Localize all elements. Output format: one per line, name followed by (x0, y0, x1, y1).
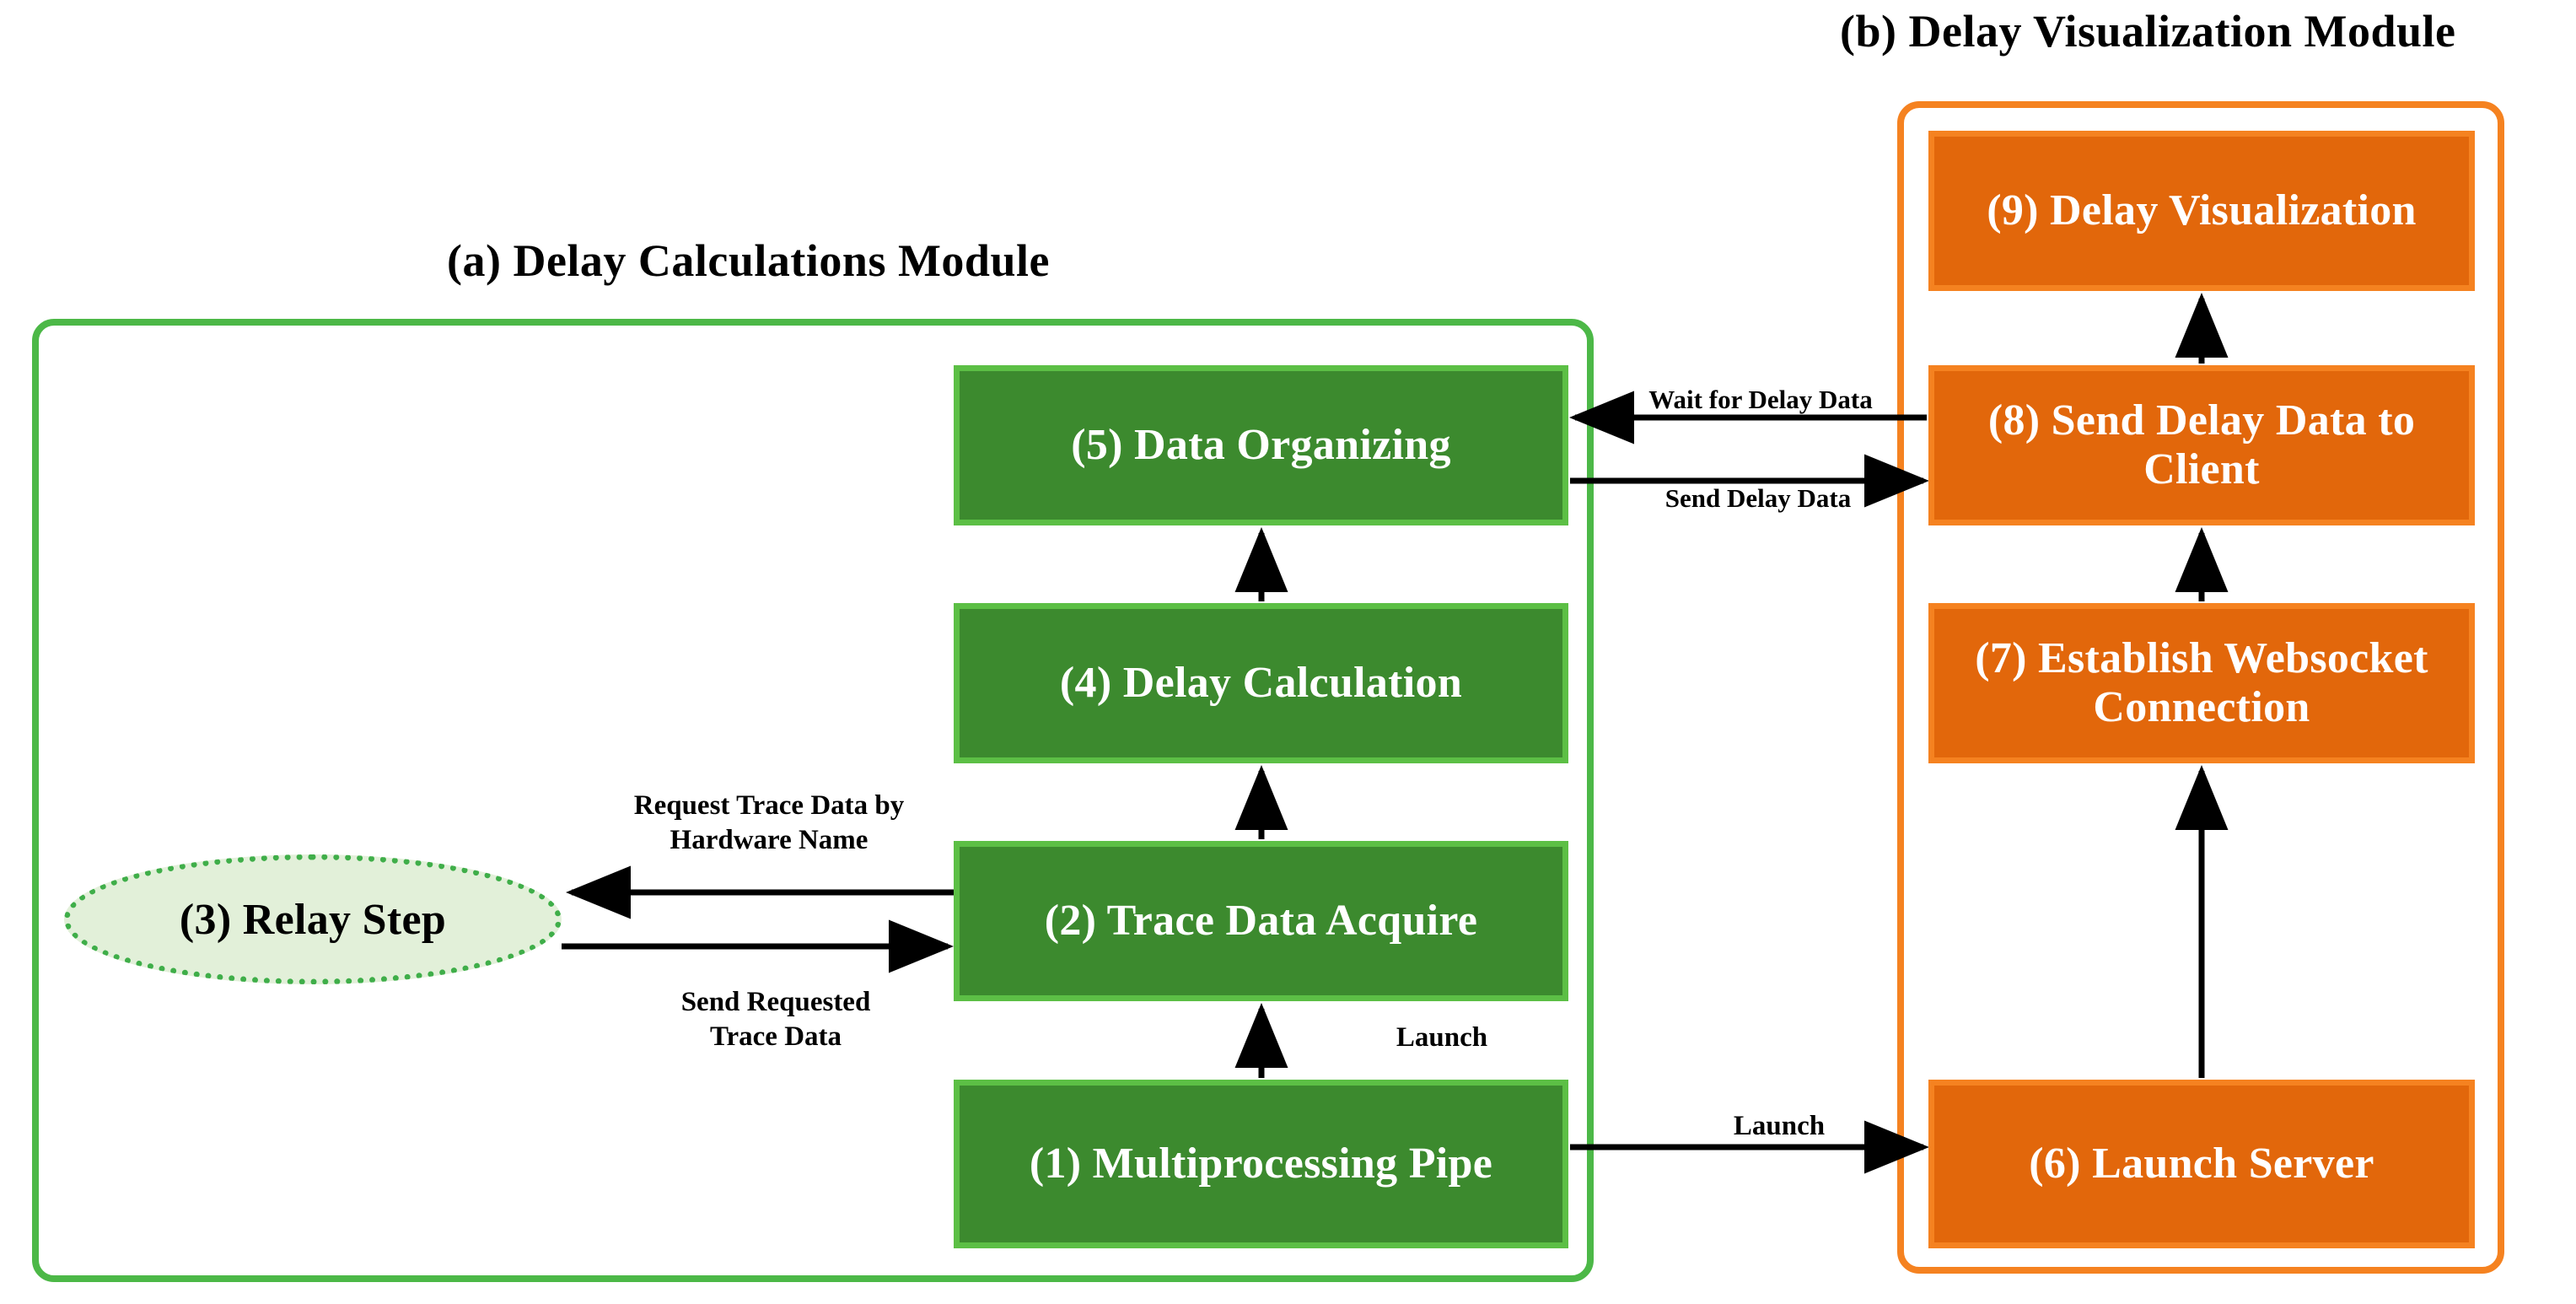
edge-label-launch-pipe-to-acquire: Launch (1396, 1022, 1488, 1053)
node-delay-visualization[interactable]: (9) Delay Visualization (1928, 131, 2475, 291)
module-a-title: (a) Delay Calculations Module (447, 235, 1050, 286)
node-data-organizing[interactable]: (5) Data Organizing (954, 365, 1568, 525)
node-relay-step[interactable]: (3) Relay Step (64, 854, 562, 984)
edge-label-wait-for-delay-data: Wait for Delay Data (1648, 385, 1873, 414)
edge-label-send-requested-trace-data: Send Requested Trace Data (680, 987, 871, 1053)
node-launch-server[interactable]: (6) Launch Server (1928, 1080, 2475, 1248)
node-send-delay-data-to-client[interactable]: (8) Send Delay Data to Client (1928, 365, 2475, 525)
node-establish-websocket-connection[interactable]: (7) Establish Websocket Connection (1928, 603, 2475, 763)
module-container-delay-calculations (32, 319, 1594, 1282)
node-multiprocessing-pipe[interactable]: (1) Multiprocessing Pipe (954, 1080, 1568, 1248)
edge-label-send-delay-data: Send Delay Data (1664, 483, 1852, 513)
module-b-title: (b) Delay Visualization Module (1840, 6, 2456, 57)
edge-label-launch-pipe-to-server: Launch (1733, 1111, 1826, 1141)
edge-label-request-trace-data: Request Trace Data by Hardware Name (633, 790, 905, 856)
node-delay-calculation[interactable]: (4) Delay Calculation (954, 603, 1568, 763)
module-container-delay-visualization (1897, 101, 2504, 1274)
node-trace-data-acquire[interactable]: (2) Trace Data Acquire (954, 841, 1568, 1001)
